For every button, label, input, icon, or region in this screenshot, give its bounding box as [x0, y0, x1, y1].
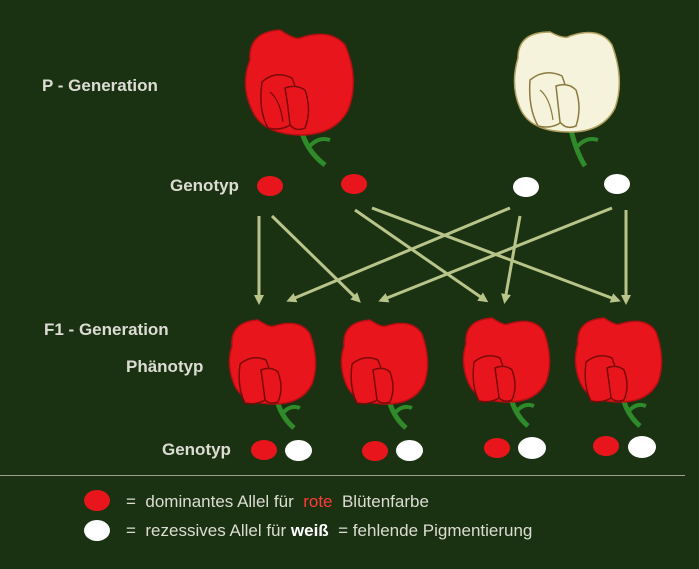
inheritance-arrows [254, 206, 631, 305]
f1-flower-3 [462, 317, 551, 428]
legend-recessive: = rezessives Allel für weiß = fehlende P… [126, 521, 532, 541]
f1-flower-4 [574, 317, 663, 428]
f1-1-allele-red [251, 440, 277, 460]
p-allele-red-2 [341, 174, 367, 194]
legend-red-dot [84, 490, 110, 511]
divider-line [0, 475, 685, 476]
f1-4-allele-white [628, 436, 656, 458]
legend-recessive-prefix: rezessives Allel für [145, 521, 287, 540]
legend-recessive-suffix: = fehlende Pigmentierung [338, 521, 533, 540]
legend-recessive-equals: = [126, 521, 136, 540]
p-allele-white-1 [513, 177, 539, 197]
f1-2-allele-red [362, 441, 388, 461]
p-allele-white-2 [604, 174, 630, 194]
p-allele-red-1 [257, 176, 283, 196]
parent-red-flower [244, 29, 355, 167]
legend-recessive-color-word: weiß [290, 521, 329, 540]
genotyp-f1-label: Genotyp [162, 440, 231, 459]
phaenotyp-label: Phänotyp [126, 357, 204, 376]
legend-dominant-equals: = [126, 492, 136, 511]
f1-3-allele-red [484, 438, 510, 458]
f1-flower-2 [340, 319, 429, 430]
legend-white-dot [84, 520, 110, 541]
f1-flower-1 [228, 319, 317, 430]
legend-dominant-color-word: rote [303, 492, 333, 511]
legend-dominant-suffix: Blütenfarbe [341, 492, 429, 511]
p-generation-label: P - Generation [42, 76, 158, 95]
f1-1-allele-white [285, 440, 312, 461]
f1-4-allele-red [593, 436, 619, 456]
f1-generation-label: F1 - Generation [44, 320, 169, 339]
legend-dominant-prefix: dominantes Allel für [145, 492, 294, 511]
genotyp-p-label: Genotyp [170, 176, 239, 195]
f1-3-allele-white [518, 437, 546, 459]
parent-white-flower [513, 31, 621, 168]
legend-dominant: = dominantes Allel für rote Blütenfarbe [126, 492, 429, 512]
f1-2-allele-white [396, 440, 423, 461]
